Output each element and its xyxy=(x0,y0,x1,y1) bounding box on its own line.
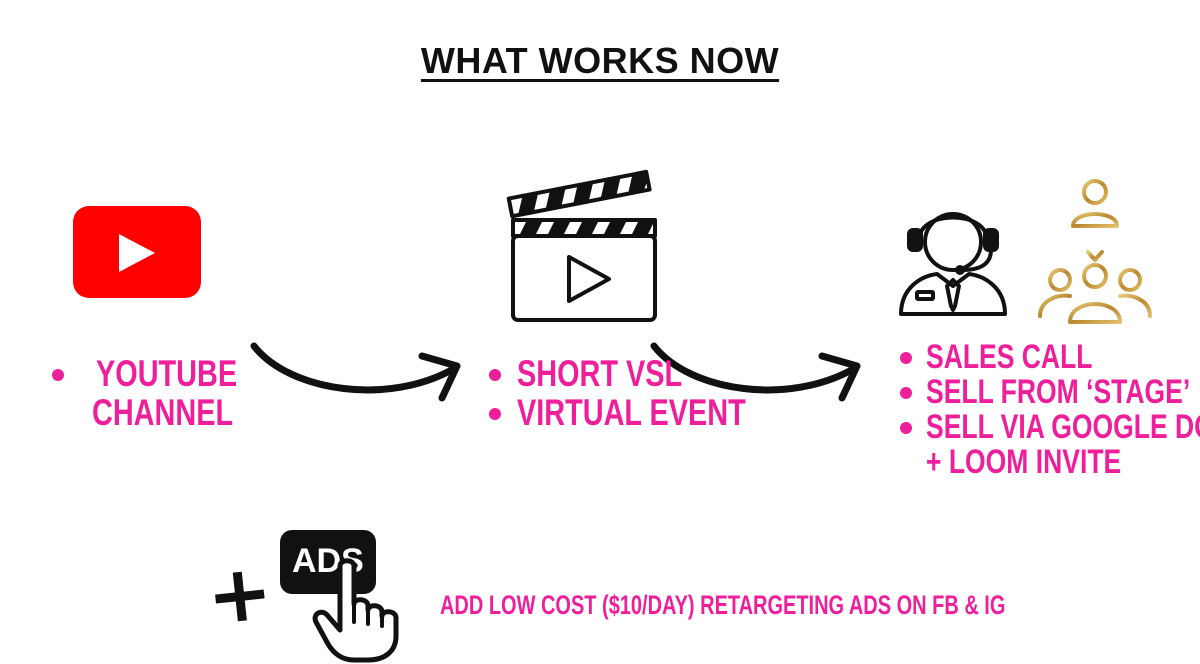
step-2-list: SHORT VSL VIRTUAL EVENT xyxy=(485,354,810,433)
flow-arrow-2 xyxy=(650,342,861,402)
list-item: SALES CALL xyxy=(896,339,1200,375)
bullet-icon xyxy=(900,422,912,435)
bullet-icon xyxy=(52,369,64,381)
call-center-agent-icon xyxy=(899,212,1007,316)
clapperboard-play-icon xyxy=(506,169,657,322)
bullet-icon xyxy=(900,352,912,364)
step-1-list: YOUTUBE CHANNEL xyxy=(48,354,277,433)
ads-note: ADD LOW COST ($10/DAY) RETARGETING ADS O… xyxy=(440,590,1006,620)
bullet-icon xyxy=(489,369,501,381)
page-title: WHAT WORKS NOW xyxy=(0,40,1200,82)
list-item: SHORT VSL xyxy=(485,354,810,394)
list-item: + LOOM INVITE xyxy=(926,443,1122,482)
list-item: YOUTUBE xyxy=(48,354,277,394)
plus-sign: + xyxy=(202,546,277,644)
list-item: SELL VIA GOOGLE DOC xyxy=(896,410,1200,445)
bullet-icon xyxy=(900,387,912,400)
flow-arrow-1 xyxy=(250,342,461,402)
list-item: CHANNEL xyxy=(92,391,234,433)
pointing-hand-icon xyxy=(312,558,399,663)
youtube-icon xyxy=(73,206,201,298)
title-text: WHAT WORKS NOW xyxy=(420,40,780,81)
step-3-list: SALES CALL SELL FROM ‘STAGE’ SELL VIA GO… xyxy=(896,339,1200,482)
referral-network-icon xyxy=(1034,179,1156,328)
list-item: VIRTUAL EVENT xyxy=(485,393,810,433)
list-item: SELL FROM ‘STAGE’ xyxy=(896,374,1200,410)
bullet-icon xyxy=(489,407,501,420)
